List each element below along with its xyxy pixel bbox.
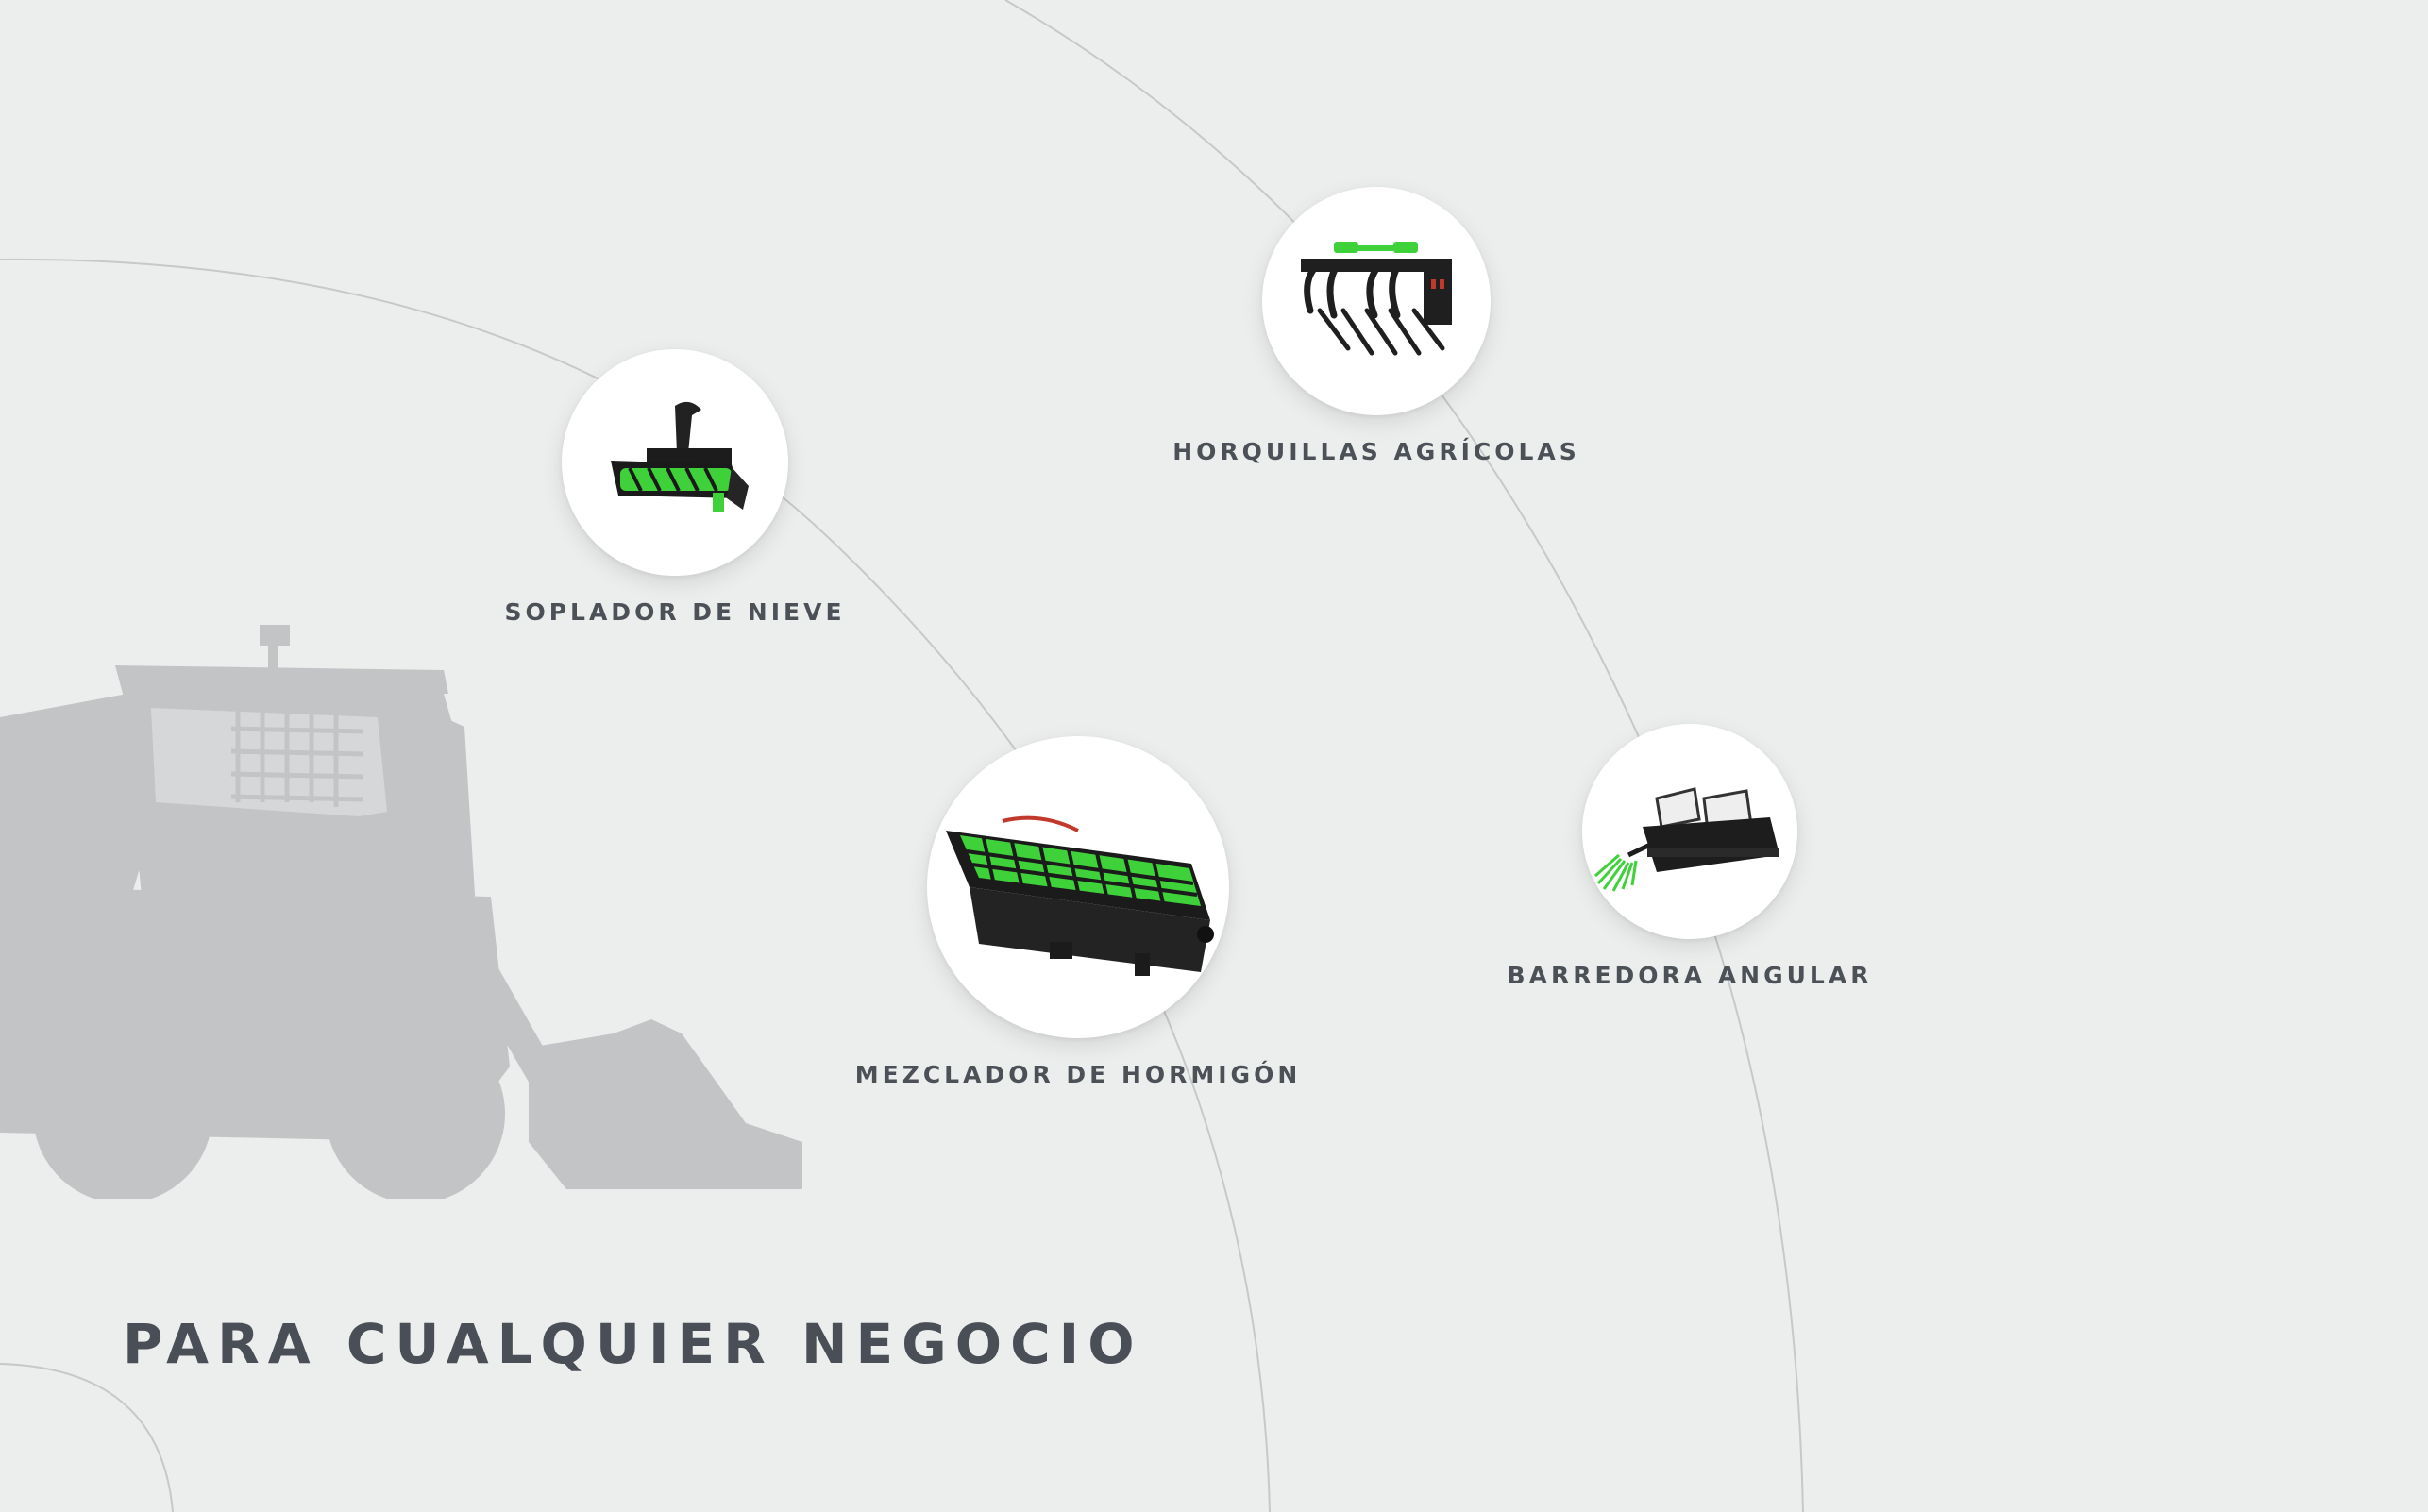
product-image-circle[interactable] <box>562 349 788 576</box>
product-label[interactable]: SOPLADOR DE NIEVE <box>504 598 846 626</box>
product-label[interactable]: HORQUILLAS AGRÍCOLAS <box>1172 438 1580 465</box>
product-snow-blower[interactable]: SOPLADOR DE NIEVE <box>504 349 842 626</box>
skid-steer-loader-silhouette <box>0 625 802 1199</box>
grapple-fork-icon <box>1301 242 1452 356</box>
angle-broom-icon <box>1594 787 1779 892</box>
snow-blower-icon <box>611 401 749 512</box>
product-label[interactable]: MEZCLADOR DE HORMIGÓN <box>854 1061 1302 1088</box>
product-label[interactable]: BARREDORA ANGULAR <box>1507 962 1873 989</box>
product-image-circle[interactable] <box>1582 724 1797 939</box>
product-grapple-fork[interactable]: HORQUILLAS AGRÍCOLAS <box>1172 187 1577 465</box>
product-image-circle[interactable] <box>1262 187 1491 415</box>
product-angle-broom[interactable]: BARREDORA ANGULAR <box>1508 724 1869 989</box>
concrete-mixer-icon <box>946 815 1214 976</box>
page-headline: PARA CUALQUIER NEGOCIO <box>123 1312 1143 1376</box>
product-concrete-mixer[interactable]: MEZCLADOR DE HORMIGÓN <box>855 736 1297 1088</box>
product-image-circle[interactable] <box>927 736 1229 1038</box>
